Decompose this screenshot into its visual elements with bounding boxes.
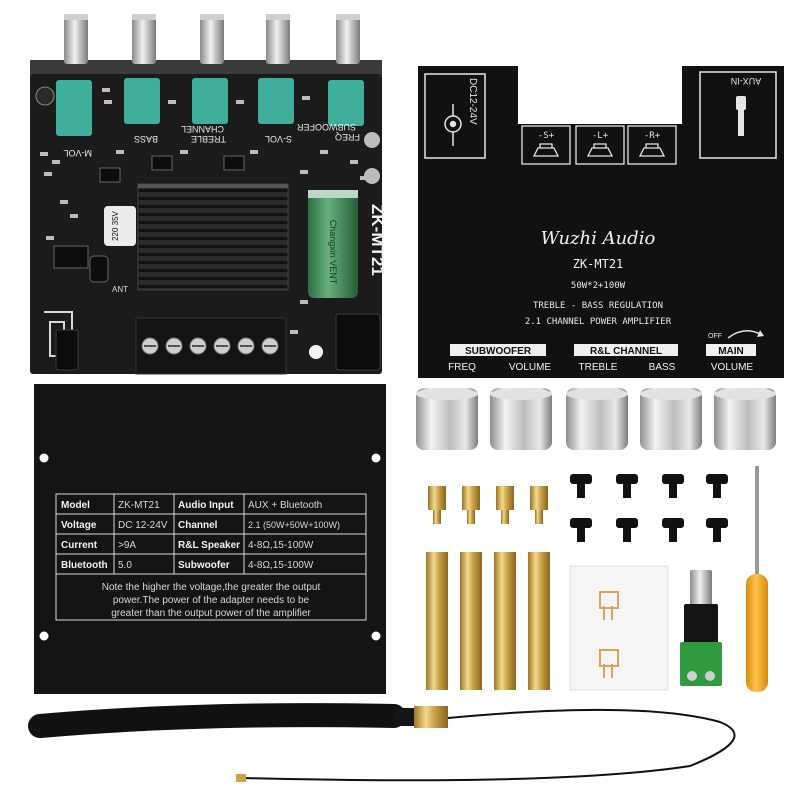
svg-text:power.The power of the adapter: power.The power of the adapter needs to …: [113, 595, 310, 606]
svg-text:Changxin VENT: Changxin VENT: [328, 220, 338, 285]
svg-text:Current: Current: [61, 540, 98, 551]
front-bracket: [30, 60, 382, 76]
long-standoffs: [426, 552, 550, 690]
speaker-terminal-block: [135, 317, 287, 375]
potentiometer-shafts: [64, 14, 360, 64]
svg-text:220 35V: 220 35V: [111, 210, 120, 240]
cover-power-area: [424, 73, 486, 159]
thermal-pads: [569, 565, 669, 691]
svg-text:2.1 (50W+50W+100W): 2.1 (50W+50W+100W): [248, 520, 340, 530]
label-mvol: M-VOL: [63, 148, 92, 158]
label-svol: S-VOL: [265, 134, 292, 144]
aux-plug-icon: [736, 96, 746, 136]
svg-text:Subwoofer: Subwoofer: [178, 560, 230, 571]
svg-text:greater than the output power: greater than the output power of the amp…: [111, 608, 311, 619]
top-cover: DC12-24V AUX-IN -S+ -L+ -R+ Wuzhi Audio …: [418, 66, 784, 378]
knob-caps: [416, 388, 776, 450]
cover-aux-label: AUX-IN: [731, 76, 762, 86]
screws: [570, 474, 728, 542]
small-capacitors: [35, 86, 380, 184]
cover-line-2: 2.1 CHANNEL POWER AMPLIFIER: [525, 317, 672, 327]
svg-text:5.0: 5.0: [118, 560, 132, 571]
smd-components: [40, 88, 368, 334]
svg-text:TREBLE: TREBLE: [579, 362, 618, 373]
capacitor-220uf: 220 35V: [104, 206, 136, 246]
main-capacitor: Changxin VENT: [308, 190, 358, 298]
speaker-outputs: [521, 125, 677, 165]
svg-text:Bluetooth: Bluetooth: [61, 560, 108, 571]
label-channel: CHANNEL: [181, 124, 224, 134]
svg-text:4-8Ω,15-100W: 4-8Ω,15-100W: [248, 560, 314, 571]
svg-text:R&L Speaker: R&L Speaker: [178, 540, 240, 551]
svg-text:OFF: OFF: [708, 333, 722, 340]
group-rl-bg: [574, 344, 678, 356]
group-subwoofer: SUBWOOFER: [465, 346, 532, 357]
svg-text:-R+: -R+: [644, 131, 661, 141]
bottom-plate: Model ZK-MT21 Audio Input AUX + Bluetoot…: [34, 384, 386, 694]
short-standoffs: [428, 486, 548, 524]
speaker-labels: -S+ -L+ -R+: [538, 131, 661, 141]
svg-text:VOLUME: VOLUME: [509, 362, 552, 373]
amplifier-board: M-VOL BASS TREBLE S-VOL FREQ CHANNEL SUB…: [30, 14, 387, 375]
cover-model: ZK-MT21: [573, 257, 624, 271]
control-groups: SUBWOOFER R&L CHANNEL MAIN: [450, 344, 756, 357]
svg-text:-S+: -S+: [538, 131, 555, 141]
cover-brand: Wuzhi Audio: [541, 228, 656, 249]
spec-note: Note the higher the voltage,the greater …: [102, 582, 321, 619]
power-symbol: [309, 345, 323, 359]
dc-polarity-icon: [444, 104, 462, 146]
spec-table: Model ZK-MT21 Audio Input AUX + Bluetoot…: [61, 500, 340, 571]
cover-power-label: DC12-24V: [467, 78, 478, 125]
board-knob-labels: M-VOL BASS TREBLE S-VOL FREQ CHANNEL SUB…: [63, 122, 360, 158]
label-bass: BASS: [134, 134, 158, 144]
svg-text:BASS: BASS: [649, 362, 676, 373]
heatsink: [137, 183, 289, 291]
cover-power-spec: 50W*2+100W: [571, 281, 626, 291]
screwdriver: [746, 466, 768, 692]
svg-text:-L+: -L+: [592, 131, 609, 141]
label-freq: FREQ: [335, 132, 360, 142]
ic-chips: [53, 155, 245, 283]
control-labels: FREQ VOLUME TREBLE BASS VOLUME: [448, 362, 753, 373]
svg-text:4-8Ω,15-100W: 4-8Ω,15-100W: [248, 540, 314, 551]
spec-table-grid: [55, 493, 367, 621]
svg-text:DC 12-24V: DC 12-24V: [118, 520, 168, 531]
group-main: MAIN: [718, 346, 744, 357]
board-model-label: ZK-MT21: [368, 204, 387, 276]
label-subwoofer: SUBWOOFER: [296, 122, 356, 132]
dc-adapter: [680, 570, 722, 686]
group-rl-channel: R&L CHANNEL: [590, 346, 662, 357]
svg-text:>9A: >9A: [118, 540, 136, 551]
ant-label: ANT: [112, 285, 128, 294]
volume-arc-icon: OFF: [708, 330, 764, 340]
svg-text:VOLUME: VOLUME: [711, 362, 754, 373]
group-subwoofer-bg: [450, 344, 546, 356]
potentiometer-bodies: [56, 78, 364, 136]
svg-text:FREQ: FREQ: [448, 362, 476, 373]
antenna-pcb-trace: [44, 311, 73, 357]
svg-text:Audio Input: Audio Input: [178, 500, 234, 511]
svg-text:Note the higher the voltage,th: Note the higher the voltage,the greater …: [102, 582, 321, 593]
cover-line-1: TREBLE - BASS REGULATION: [533, 301, 663, 311]
group-main-bg: [706, 344, 756, 356]
aux-jack: [55, 329, 79, 371]
label-treble: TREBLE: [191, 134, 226, 144]
dc-jack: [335, 313, 381, 371]
svg-text:ZK-MT21: ZK-MT21: [118, 500, 160, 511]
svg-text:Voltage: Voltage: [61, 520, 97, 531]
svg-text:AUX + Bluetooth: AUX + Bluetooth: [248, 500, 322, 511]
svg-text:Channel: Channel: [178, 520, 218, 531]
cover-aux-area: [699, 71, 777, 159]
svg-text:Model: Model: [61, 500, 90, 511]
plate-mount-holes: [39, 453, 381, 641]
antenna: [28, 703, 736, 782]
